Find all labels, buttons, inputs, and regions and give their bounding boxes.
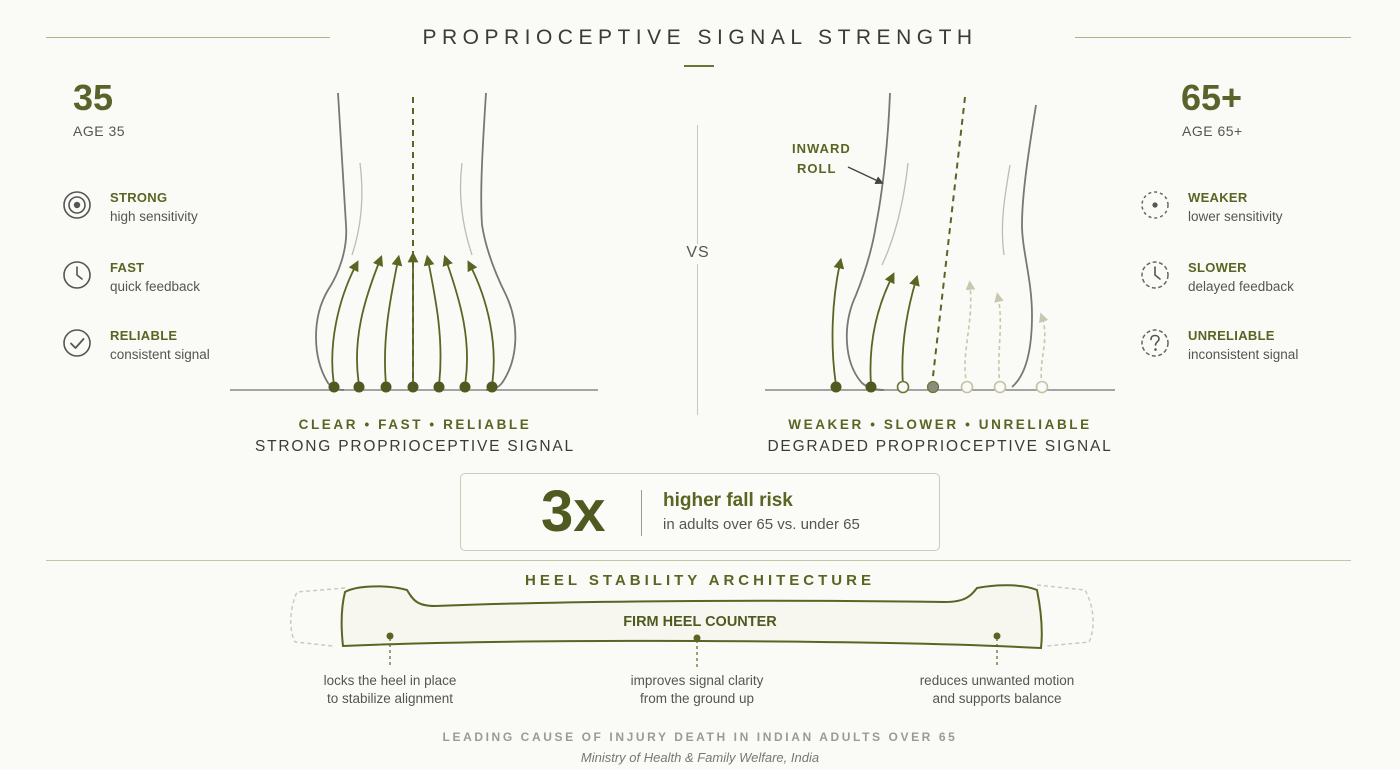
left-caption: STRONG PROPRIOCEPTIVE SIGNAL (255, 438, 575, 455)
left-feature-title: RELIABLE (110, 328, 178, 343)
right-leg-outline (1011, 104, 1037, 388)
left-tags: CLEAR • FAST • RELIABLE (298, 417, 532, 432)
heel-counter-label: FIRM HEEL COUNTER (623, 614, 777, 630)
pressure-point (993, 380, 1007, 394)
stat-divider (641, 490, 642, 536)
heel-counter-diagram (290, 584, 1094, 668)
right-age-number: 65+ (1181, 77, 1243, 118)
signal-arrow (901, 274, 920, 386)
pressure-point (830, 381, 842, 393)
left-leg-outline (845, 92, 891, 391)
callout-dot-right (993, 632, 1001, 640)
heel-counter-band (340, 584, 1043, 650)
inward-annotation-line1: INWARD (792, 141, 851, 156)
left-feature-subtitle: consistent signal (110, 347, 210, 362)
shoe-outline-left (290, 587, 346, 647)
pressure-point (353, 381, 365, 393)
note-line: to stabilize alignment (326, 691, 454, 706)
header-rule-left (46, 37, 330, 38)
left-age-number: 35 (73, 77, 114, 118)
weak-signal-arrows (964, 280, 1049, 386)
right-feature-subtitle: delayed feedback (1188, 279, 1294, 294)
signal-arrows (331, 251, 495, 386)
signal-arrow (423, 254, 442, 386)
signal-arrow (964, 280, 976, 386)
left-feature-subtitle: quick feedback (110, 279, 201, 294)
note-line: from the ground up (639, 691, 755, 706)
pressure-point (433, 381, 445, 393)
pressure-point (865, 381, 877, 393)
right-foot-illustration (765, 92, 1115, 394)
heel-note-left: locks the heel in place to stabilize ali… (290, 672, 490, 708)
dotted-clock-icon (1141, 261, 1169, 289)
strong-signal-arrows (831, 257, 920, 386)
header-rule-right (1075, 37, 1351, 38)
note-line: improves signal clarity (630, 673, 764, 688)
heel-note-center: improves signal clarity from the ground … (597, 672, 797, 708)
right-feature-title: SLOWER (1188, 260, 1247, 275)
pressure-point (380, 381, 392, 393)
signal-arrow (831, 257, 845, 386)
pressure-point (328, 381, 340, 393)
signal-arrow (869, 272, 895, 386)
signal-arrow (467, 260, 495, 386)
heel-section-title: HEEL STABILITY ARCHITECTURE (525, 572, 875, 589)
vs-label: VS (683, 244, 713, 264)
check-circle-icon (63, 329, 91, 357)
shoe-outline-right (1036, 584, 1094, 647)
pressure-point (1035, 380, 1049, 394)
right-caption: DEGRADED PROPRIOCEPTIVE SIGNAL (767, 438, 1113, 455)
left-feature-subtitle: high sensitivity (110, 209, 198, 224)
left-leg-outline (315, 92, 348, 391)
heel-note-right: reduces unwanted motion and supports bal… (887, 672, 1107, 708)
right-feature-title: WEAKER (1188, 190, 1248, 205)
pressure-points (328, 381, 498, 393)
left-age-label: AGE 35 (73, 123, 126, 139)
pressure-points (830, 380, 1049, 394)
pressure-point (926, 380, 940, 394)
page-title: PROPRIOCEPTIVE SIGNAL STRENGTH (422, 26, 978, 49)
callout-dot-center (693, 634, 701, 642)
inward-roll-pointer (847, 166, 884, 185)
left-feature-title: STRONG (110, 190, 168, 205)
signal-arrow (356, 254, 384, 386)
signal-arrow (1039, 312, 1049, 386)
right-leg-outline (480, 92, 517, 391)
callout-dot-left (386, 632, 394, 640)
note-line: and supports balance (932, 691, 1062, 706)
question-circle-icon (1141, 329, 1169, 357)
pressure-point (407, 381, 419, 393)
right-tags: WEAKER • SLOWER • UNRELIABLE (788, 417, 1092, 432)
target-icon (63, 191, 91, 219)
pressure-point (459, 381, 471, 393)
signal-arrow (442, 254, 468, 386)
clock-icon (63, 261, 91, 289)
section-divider (46, 560, 1351, 561)
left-feature-title: FAST (110, 260, 145, 275)
note-line: reduces unwanted motion (919, 673, 1075, 688)
pressure-point (960, 380, 974, 394)
stat-headline: higher fall risk (663, 490, 793, 511)
right-feature-subtitle: lower sensitivity (1188, 209, 1283, 224)
vs-divider (697, 125, 698, 415)
signal-arrow (331, 260, 359, 386)
footer-statement: LEADING CAUSE OF INJURY DEATH IN INDIAN … (442, 730, 958, 744)
footer-source: Ministry of Health & Family Welfare, Ind… (580, 750, 820, 765)
right-age-label: AGE 65+ (1182, 123, 1243, 139)
tilted-alignment-axis (931, 96, 966, 386)
stat-detail: in adults over 65 vs. under 65 (663, 516, 860, 533)
signal-arrow (384, 254, 403, 386)
title-underline (684, 65, 714, 67)
signal-arrow (994, 292, 1004, 386)
inward-annotation-line2: ROLL (797, 161, 837, 176)
left-foot-illustration (230, 92, 598, 393)
pressure-point (486, 381, 498, 393)
fall-risk-stat-card: 3x higher fall risk in adults over 65 vs… (460, 473, 940, 551)
note-line: locks the heel in place (323, 673, 457, 688)
right-feature-subtitle: inconsistent signal (1188, 347, 1299, 362)
right-feature-title: UNRELIABLE (1188, 328, 1275, 343)
stat-number: 3x (541, 479, 606, 544)
pressure-point (896, 380, 910, 394)
dotted-target-icon (1141, 191, 1169, 219)
